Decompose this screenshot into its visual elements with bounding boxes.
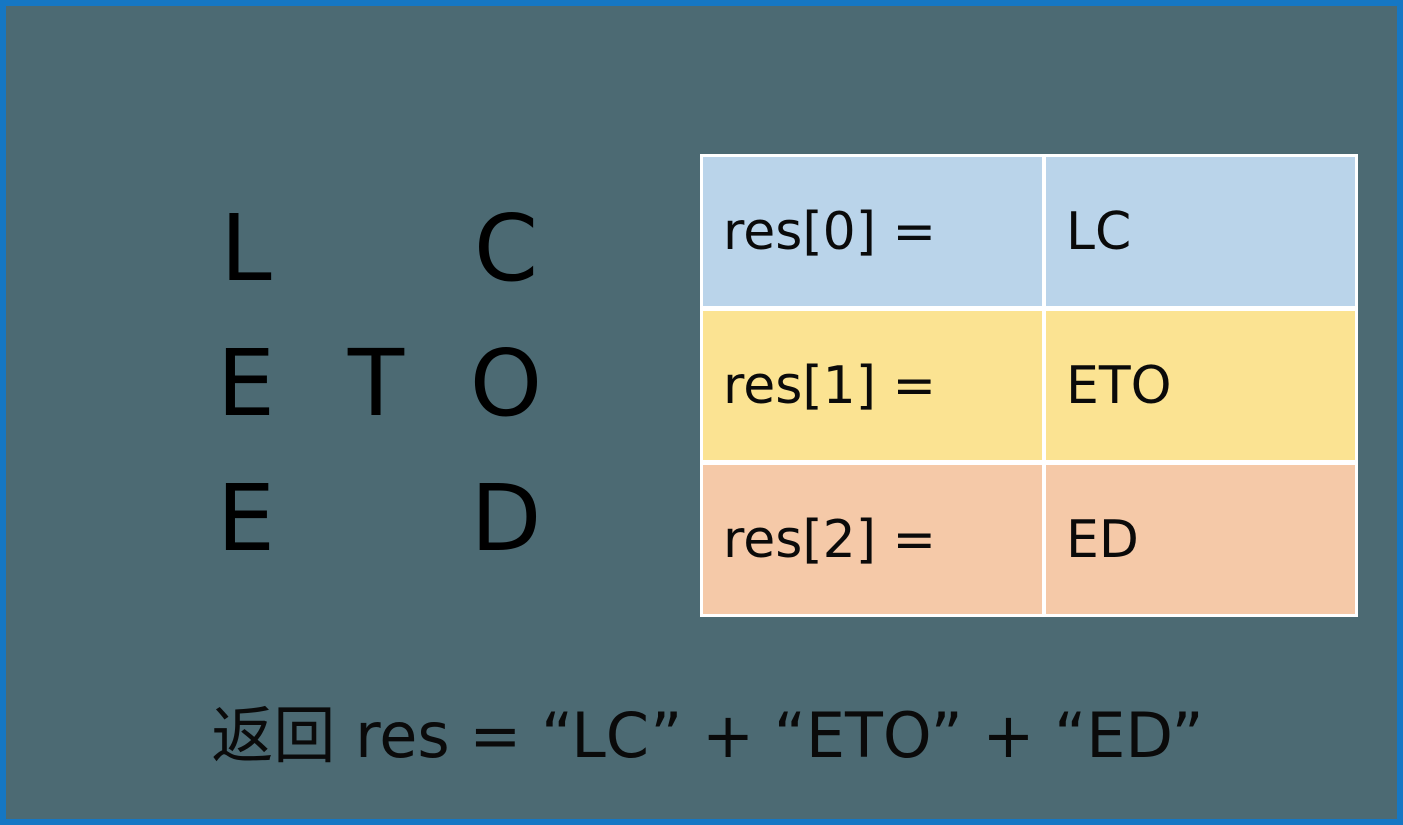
result-label-1: res[1] = bbox=[703, 306, 1046, 465]
letter-cell-r1c2: O bbox=[469, 329, 543, 437]
result-value-2: ED bbox=[1046, 465, 1355, 614]
letter-cell-r2c2: D bbox=[470, 464, 542, 572]
letter-cell-r1c0: E bbox=[216, 329, 276, 437]
letter-cell-r1c1: T bbox=[347, 329, 405, 437]
letter-cell-r0c0: L bbox=[220, 194, 272, 302]
result-value-0: LC bbox=[1046, 157, 1355, 306]
results-table: res[0] = LC res[1] = ETO res[2] = ED bbox=[700, 154, 1358, 617]
letter-cell-r0c2: C bbox=[473, 194, 539, 302]
letter-cell-r2c0: E bbox=[216, 464, 276, 572]
zigzag-letter-grid: L C E T O E D bbox=[181, 181, 571, 586]
letter-cell-r2c1 bbox=[311, 451, 441, 586]
table-row: res[0] = LC bbox=[703, 157, 1355, 306]
caption-text: 返回 res = “LC” + “ETO” + “ED” bbox=[211, 699, 1204, 772]
table-row: res[2] = ED bbox=[703, 465, 1355, 614]
table-row: res[1] = ETO bbox=[703, 306, 1355, 465]
result-label-0: res[0] = bbox=[703, 157, 1046, 306]
result-value-1: ETO bbox=[1046, 306, 1355, 465]
result-label-2: res[2] = bbox=[703, 465, 1046, 614]
letter-cell-r0c1 bbox=[311, 181, 441, 316]
